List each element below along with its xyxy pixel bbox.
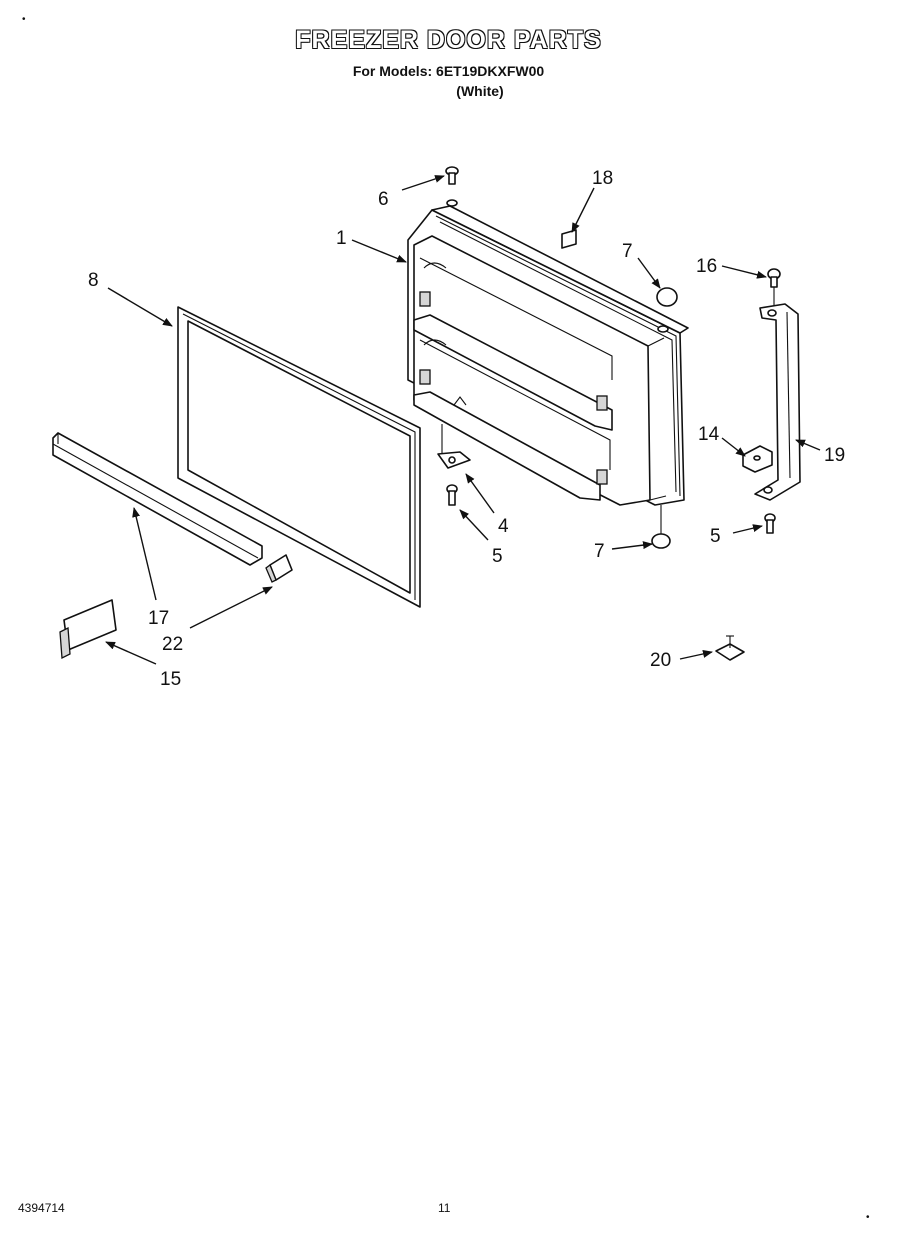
nameplate (59, 599, 117, 660)
callout-20: 20 (650, 650, 671, 671)
scan-mark: • (866, 1212, 870, 1223)
callout-5-left: 5 (492, 546, 503, 567)
handle (754, 303, 801, 501)
clip (715, 635, 745, 661)
plug (656, 287, 678, 333)
page-title: FREEZER DOOR PARTS (295, 26, 602, 54)
document-number: 4394714 (18, 1201, 65, 1215)
scan-mark: • (22, 14, 26, 25)
callout-16: 16 (696, 256, 717, 277)
callout-8: 8 (88, 270, 99, 291)
callout-1: 1 (336, 228, 347, 249)
screw (446, 484, 458, 506)
page-number: 11 (438, 1201, 451, 1215)
models-line: For Models: 6ET19DKXFW00 (352, 63, 545, 79)
callout-15: 15 (160, 669, 181, 690)
leader-lines (105, 175, 821, 665)
callout-4: 4 (498, 516, 509, 537)
screw (445, 166, 459, 207)
door-panel (407, 205, 689, 506)
screw (764, 513, 776, 534)
screw (767, 268, 781, 306)
trim-strip (52, 432, 263, 566)
callout-18: 18 (592, 168, 613, 189)
callout-6: 6 (378, 189, 389, 210)
gasket (177, 306, 421, 608)
label (561, 229, 577, 249)
callout-17: 17 (148, 608, 169, 629)
end-cap (265, 554, 293, 583)
hinge-bracket (437, 424, 471, 469)
callout-7-top: 7 (622, 241, 633, 262)
callout-19: 19 (824, 445, 845, 466)
callout-5-right: 5 (710, 526, 721, 547)
handle-mount (742, 445, 773, 473)
color-note: (White) (456, 83, 504, 99)
callout-7-bottom: 7 (594, 541, 605, 562)
callout-22: 22 (162, 634, 183, 655)
callout-14: 14 (698, 424, 720, 445)
plug (651, 505, 671, 549)
